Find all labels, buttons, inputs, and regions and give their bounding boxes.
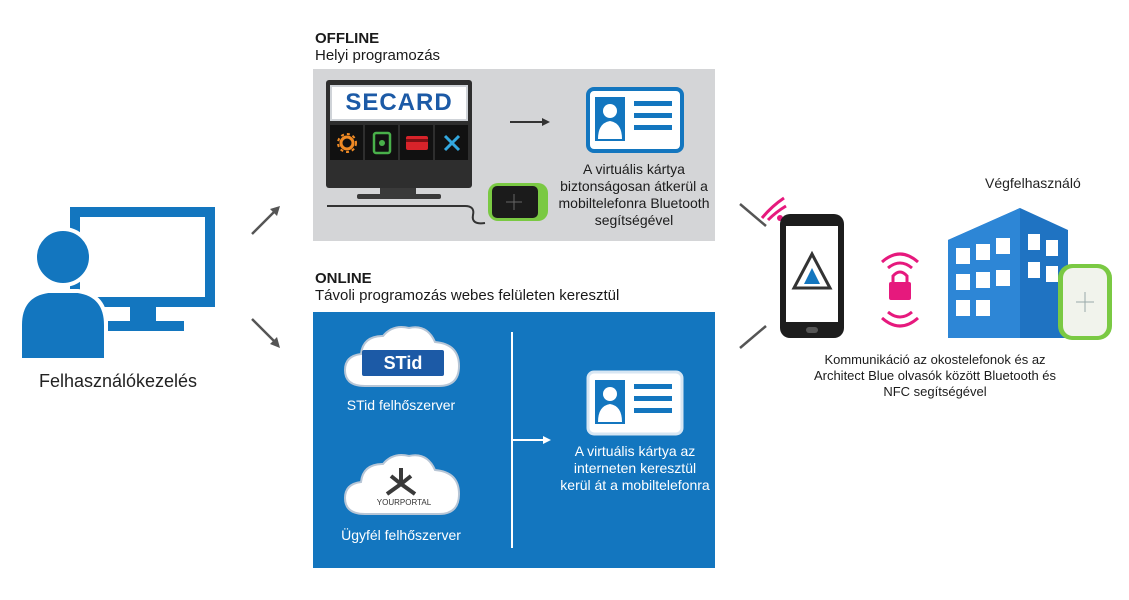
- online-title: ONLINE: [315, 270, 372, 287]
- online-card-caption: A virtuális kártya az interneten kereszt…: [560, 443, 710, 493]
- credit-card-icon: [400, 125, 433, 160]
- communication-caption: Kommunikáció az okostelefonok és az Arch…: [813, 352, 1057, 399]
- offline-card-caption: A virtuális kártya biztonságosan átkerül…: [558, 161, 710, 228]
- monitor-stand: [380, 188, 416, 194]
- online-arrow: [511, 436, 551, 444]
- architect-app-icon: [791, 250, 833, 290]
- virtual-card-online-icon: [586, 370, 684, 436]
- arrow-offline-to-phone: [739, 203, 767, 227]
- monitor-base: [357, 194, 441, 199]
- smartphone-icon: [780, 214, 844, 338]
- stid-logo: STid: [362, 350, 444, 376]
- secard-monitor: SECARD: [326, 80, 472, 188]
- arrow-to-offline: [251, 206, 280, 235]
- usb-card-reader-icon: [488, 183, 548, 221]
- end-user-label: Végfelhasználó: [985, 175, 1081, 191]
- secard-logo: SECARD: [345, 89, 453, 116]
- yourportal-cloud-icon: [343, 454, 461, 515]
- online-header: ONLINE Távoli programozás webes felülete…: [315, 270, 619, 304]
- arrow-online-to-phone: [739, 325, 767, 349]
- offline-header: OFFLINE Helyi programozás: [315, 30, 440, 64]
- nfc-lock-icon: [881, 252, 919, 328]
- building-icon: [948, 208, 1068, 338]
- offline-arrow: [510, 118, 550, 126]
- arrow-to-online: [251, 318, 280, 348]
- virtual-card-icon: [586, 87, 684, 153]
- tools-icon: [435, 125, 468, 160]
- offline-subtitle: Helyi programozás: [315, 47, 441, 64]
- architect-blue-reader-icon: [1058, 264, 1112, 340]
- secure-card-icon: [365, 125, 398, 160]
- yourportal-logo: YOURPORTAL: [376, 498, 432, 507]
- usb-cable: [327, 205, 486, 225]
- admin-label: Felhasználókezelés: [38, 371, 198, 391]
- settings-gear-icon: [330, 125, 363, 160]
- online-subtitle: Távoli programozás webes felületen keres…: [315, 287, 620, 304]
- secard-logo-bar: SECARD: [330, 85, 468, 121]
- user-at-computer-icon: [18, 207, 215, 360]
- offline-title: OFFLINE: [315, 30, 380, 47]
- customer-server-label: Ügyfél felhőszerver: [341, 527, 461, 543]
- stid-server-label: STid felhőszerver: [346, 397, 456, 413]
- stid-logo-text: STid: [383, 353, 423, 373]
